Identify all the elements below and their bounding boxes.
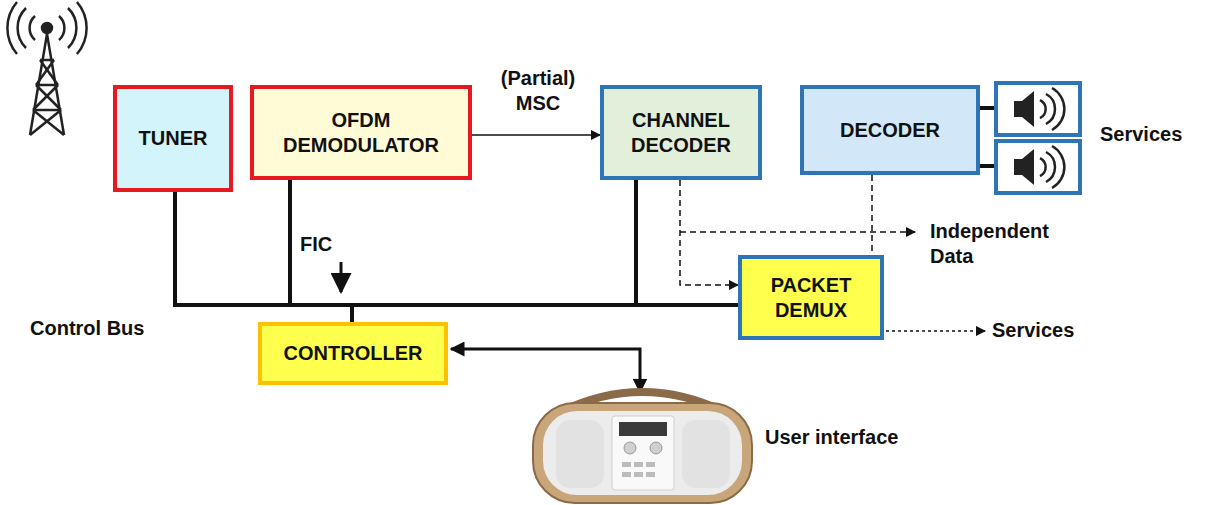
antenna-tower xyxy=(7,2,86,135)
demodulator-box: OFDM DEMODULATOR xyxy=(250,85,472,180)
control-bus-line xyxy=(352,305,738,322)
edge-label: (Partial) MSC xyxy=(488,66,588,116)
speaker-icon xyxy=(996,83,1080,135)
box-text: CONTROLLER xyxy=(284,341,423,366)
data-link xyxy=(871,175,873,255)
signal-label: FIC xyxy=(300,232,332,257)
box-text: PACKET DEMUX xyxy=(748,273,874,323)
audio-wire xyxy=(980,106,996,110)
output-label: Independent Data xyxy=(930,219,1060,269)
tuner-box: TUNER xyxy=(113,85,233,192)
box-text: CHANNEL DECODER xyxy=(610,108,752,158)
decoder-box: DECODER xyxy=(800,85,980,175)
speaker-icon xyxy=(996,141,1080,193)
ui-label: User interface xyxy=(765,425,898,450)
controller-box: CONTROLLER xyxy=(258,322,448,385)
channel-decoder-box: CHANNEL DECODER xyxy=(600,85,762,180)
audio-wire xyxy=(980,164,996,168)
ui-link-arrow xyxy=(451,349,640,392)
output-label: Services xyxy=(1100,122,1182,147)
control-bus-line xyxy=(175,192,352,322)
radio-illustration xyxy=(533,392,752,503)
output-label: Services xyxy=(992,318,1074,343)
box-text: DECODER xyxy=(840,118,940,143)
box-text: TUNER xyxy=(139,126,208,151)
demux-box: PACKET DEMUX xyxy=(738,255,884,340)
data-arrow xyxy=(680,180,738,285)
control-bus-line xyxy=(352,180,636,322)
box-text: OFDM DEMODULATOR xyxy=(260,108,462,158)
control-bus-line xyxy=(290,180,352,322)
data-output-arrow xyxy=(680,231,915,233)
bus-label: Control Bus xyxy=(30,316,144,341)
service-output-arrow xyxy=(880,330,985,332)
fic-arrow xyxy=(340,262,343,292)
data-arrow xyxy=(472,134,600,136)
